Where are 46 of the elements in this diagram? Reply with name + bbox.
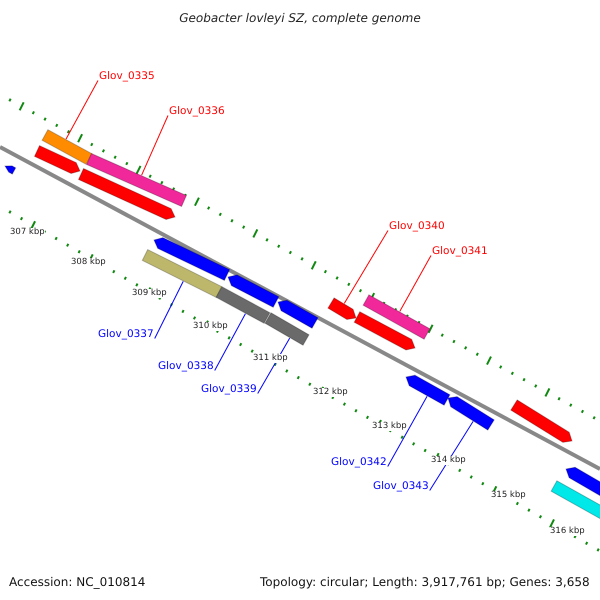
gene-feature <box>354 311 416 351</box>
leader-line <box>387 396 428 467</box>
scale-label: 314 kbp <box>431 456 466 464</box>
scale-label: 313 kbp <box>372 422 407 430</box>
gene-label: Glov_0340 <box>389 221 445 232</box>
gene-feature <box>153 237 230 282</box>
scale-label: 309 kbp <box>132 289 167 298</box>
gene-label: Glov_0336 <box>169 106 225 116</box>
gene-feature <box>78 168 176 220</box>
scale-label: 307 kbp <box>10 228 45 236</box>
gene-feature <box>550 480 600 520</box>
accession-text: Accession: NC_010814 <box>9 576 146 588</box>
gene-feature <box>34 144 81 174</box>
scale-label: 315 kbp <box>491 491 526 500</box>
leader-line <box>66 80 98 140</box>
gene-label: Glov_0339 <box>201 384 257 394</box>
gene-feature <box>86 152 188 208</box>
gene-feature <box>510 399 573 443</box>
gene-label: Glov_0341 <box>432 246 488 256</box>
gene-feature <box>362 294 431 340</box>
gene-feature <box>327 297 357 320</box>
gene-feature <box>264 312 310 346</box>
leader-line <box>399 255 432 312</box>
gene-feature <box>565 466 600 497</box>
gene-label: Glov_0343 <box>373 481 429 492</box>
gene-feature <box>4 165 16 175</box>
leader-line <box>214 313 246 371</box>
gene-feature <box>277 300 319 329</box>
leader-line <box>344 230 388 304</box>
scale-label: 311 kbp <box>253 354 288 362</box>
gene-feature <box>41 129 93 165</box>
gene-label: Glov_0335 <box>99 71 155 82</box>
gene-feature <box>227 274 280 308</box>
gene-label: Glov_0337 <box>98 329 154 340</box>
leader-line <box>141 115 168 176</box>
gene-feature <box>447 396 495 431</box>
gene-label: Glov_0342 <box>331 457 387 468</box>
gene-label: Glov_0338 <box>158 361 214 372</box>
diagram-title: Geobacter lovleyi SZ, complete genome <box>178 12 422 24</box>
leader-line <box>429 420 474 491</box>
scale-label: 310 kbp <box>193 322 228 330</box>
gene-feature <box>405 374 451 406</box>
scale-label: 308 kbp <box>71 258 106 266</box>
genome-stats-text: Topology: circular; Length: 3,917,761 bp; Genes: 3,658 <box>260 576 590 588</box>
leader-line <box>154 280 184 339</box>
scale-label: 312 kbp <box>313 388 348 396</box>
